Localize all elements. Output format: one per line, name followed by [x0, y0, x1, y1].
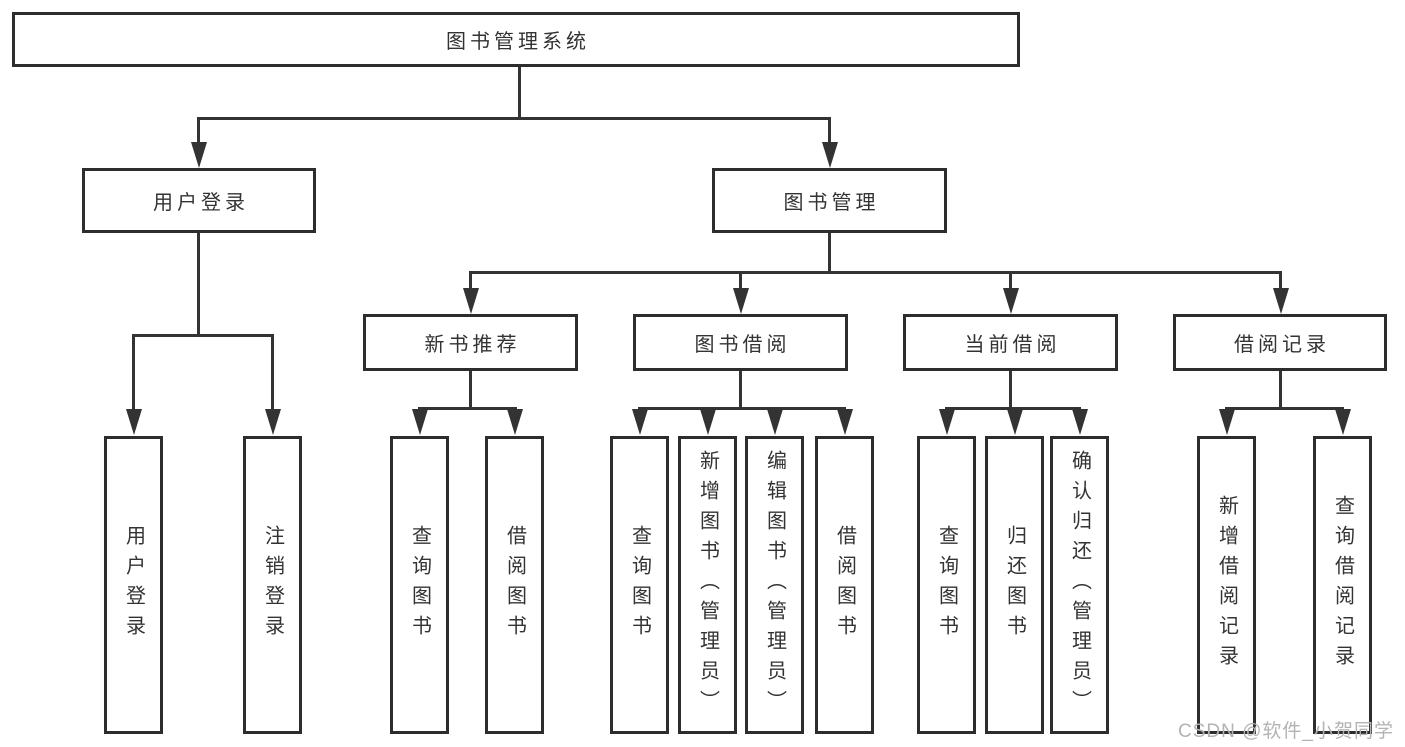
leaf-query-borrow-record: 查询借阅记录 [1313, 436, 1372, 734]
leaf-borrow-books-recommend: 借阅图书 [485, 436, 544, 734]
leaf-add-book-admin-label: 新增图书（管理员） [696, 450, 719, 720]
leaf-user-login: 用户登录 [104, 436, 163, 734]
node-new-book-recommend: 新书推荐 [363, 314, 578, 371]
leaf-query-books-recommend: 查询图书 [390, 436, 449, 734]
leaf-query-books-current-label: 查询图书 [935, 525, 958, 645]
connector-login-c1-stem [132, 334, 135, 410]
leaf-borrow-books-borrowing: 借阅图书 [815, 436, 874, 734]
leaf-confirm-return-admin-label: 确认归还（管理员） [1068, 450, 1091, 720]
leaf-logout: 注销登录 [243, 436, 302, 734]
connector-l3-stem-2 [739, 271, 742, 290]
connector-recommend-feed [469, 371, 472, 409]
arrowhead-leaf-return-books [1007, 409, 1023, 435]
arrowhead-book-borrowing [733, 288, 749, 314]
node-root-system: 图书管理系统 [12, 12, 1020, 67]
leaf-query-books-borrowing-label: 查询图书 [628, 525, 651, 645]
node-user-login: 用户登录 [82, 168, 316, 233]
arrowhead-leaf-user-login [126, 409, 142, 435]
connector-l2-left-stem [197, 117, 200, 145]
leaf-query-books-borrowing: 查询图书 [610, 436, 669, 734]
node-book-borrowing-label: 图书借阅 [694, 334, 791, 356]
arrowhead-leaf-borrow-recommend [507, 409, 523, 435]
connector-login-feed [197, 233, 200, 337]
node-current-borrowing-label: 当前借阅 [964, 334, 1061, 356]
connector-root-trunk [518, 66, 521, 119]
leaf-query-books-recommend-label: 查询图书 [408, 525, 431, 645]
arrowhead-current-borrowing [1003, 288, 1019, 314]
node-user-login-label: 用户登录 [153, 192, 249, 214]
connector-l3-stem-4 [1279, 271, 1282, 290]
leaf-borrow-books-borrowing-label: 借阅图书 [833, 525, 856, 645]
connector-recommend-split [418, 407, 517, 410]
leaf-confirm-return-admin: 确认归还（管理员） [1050, 436, 1109, 734]
leaf-user-login-label: 用户登录 [122, 525, 145, 645]
arrowhead-leaf-confirm-return [1072, 409, 1088, 435]
node-current-borrowing: 当前借阅 [903, 314, 1118, 371]
arrowhead-new-book-recommend [463, 288, 479, 314]
node-root-label: 图书管理系统 [446, 31, 590, 53]
node-borrowing-records-label: 借阅记录 [1234, 334, 1330, 356]
node-borrowing-records: 借阅记录 [1173, 314, 1387, 371]
arrowhead-leaf-add-record [1219, 409, 1235, 435]
connector-l2-right-stem [828, 117, 831, 145]
leaf-borrow-books-recommend-label: 借阅图书 [503, 525, 526, 645]
leaf-query-borrow-record-label: 查询借阅记录 [1331, 495, 1354, 675]
connector-l3-stem-3 [1009, 271, 1012, 290]
leaf-edit-book-admin: 编辑图书（管理员） [745, 436, 804, 734]
leaf-logout-label: 注销登录 [261, 525, 284, 645]
connector-current-split [945, 407, 1081, 410]
connector-mgmt-feed [828, 233, 831, 274]
node-new-book-recommend-label: 新书推荐 [424, 334, 521, 356]
connector-records-split [1225, 407, 1344, 410]
leaf-edit-book-admin-label: 编辑图书（管理员） [763, 450, 786, 720]
arrowhead-leaf-query-recommend [412, 409, 428, 435]
arrowhead-borrowing-records [1273, 288, 1289, 314]
arrowhead-leaf-query-record [1335, 409, 1351, 435]
leaf-add-borrow-record-label: 新增借阅记录 [1215, 495, 1238, 675]
leaf-return-books-label: 归还图书 [1003, 525, 1026, 645]
connector-login-split [132, 334, 274, 337]
arrowhead-user-login [191, 142, 207, 168]
arrowhead-leaf-query-borrowing [632, 409, 648, 435]
connector-l3-horizontal [469, 271, 1282, 274]
connector-login-c2-stem [271, 334, 274, 410]
leaf-add-borrow-record: 新增借阅记录 [1197, 436, 1256, 734]
arrowhead-leaf-query-current [939, 409, 955, 435]
node-book-management-label: 图书管理 [783, 192, 880, 214]
connector-l3-stem-1 [469, 271, 472, 290]
connector-borrowing-feed [739, 371, 742, 409]
arrowhead-leaf-edit-book [767, 409, 783, 435]
node-book-borrowing: 图书借阅 [633, 314, 848, 371]
arrowhead-leaf-add-book [700, 409, 716, 435]
leaf-return-books: 归还图书 [985, 436, 1044, 734]
connector-records-feed [1279, 371, 1282, 409]
node-book-management: 图书管理 [712, 168, 947, 233]
connector-current-feed [1009, 371, 1012, 409]
arrowhead-book-management [822, 142, 838, 168]
leaf-add-book-admin: 新增图书（管理员） [678, 436, 737, 734]
leaf-query-books-current: 查询图书 [917, 436, 976, 734]
csdn-watermark: CSDN @软件_小贺同学 [1178, 721, 1394, 742]
arrowhead-leaf-logout [265, 409, 281, 435]
arrowhead-leaf-borrow-borrowing [837, 409, 853, 435]
connector-borrowing-split [638, 407, 846, 410]
connector-l2-horizontal [197, 117, 831, 120]
